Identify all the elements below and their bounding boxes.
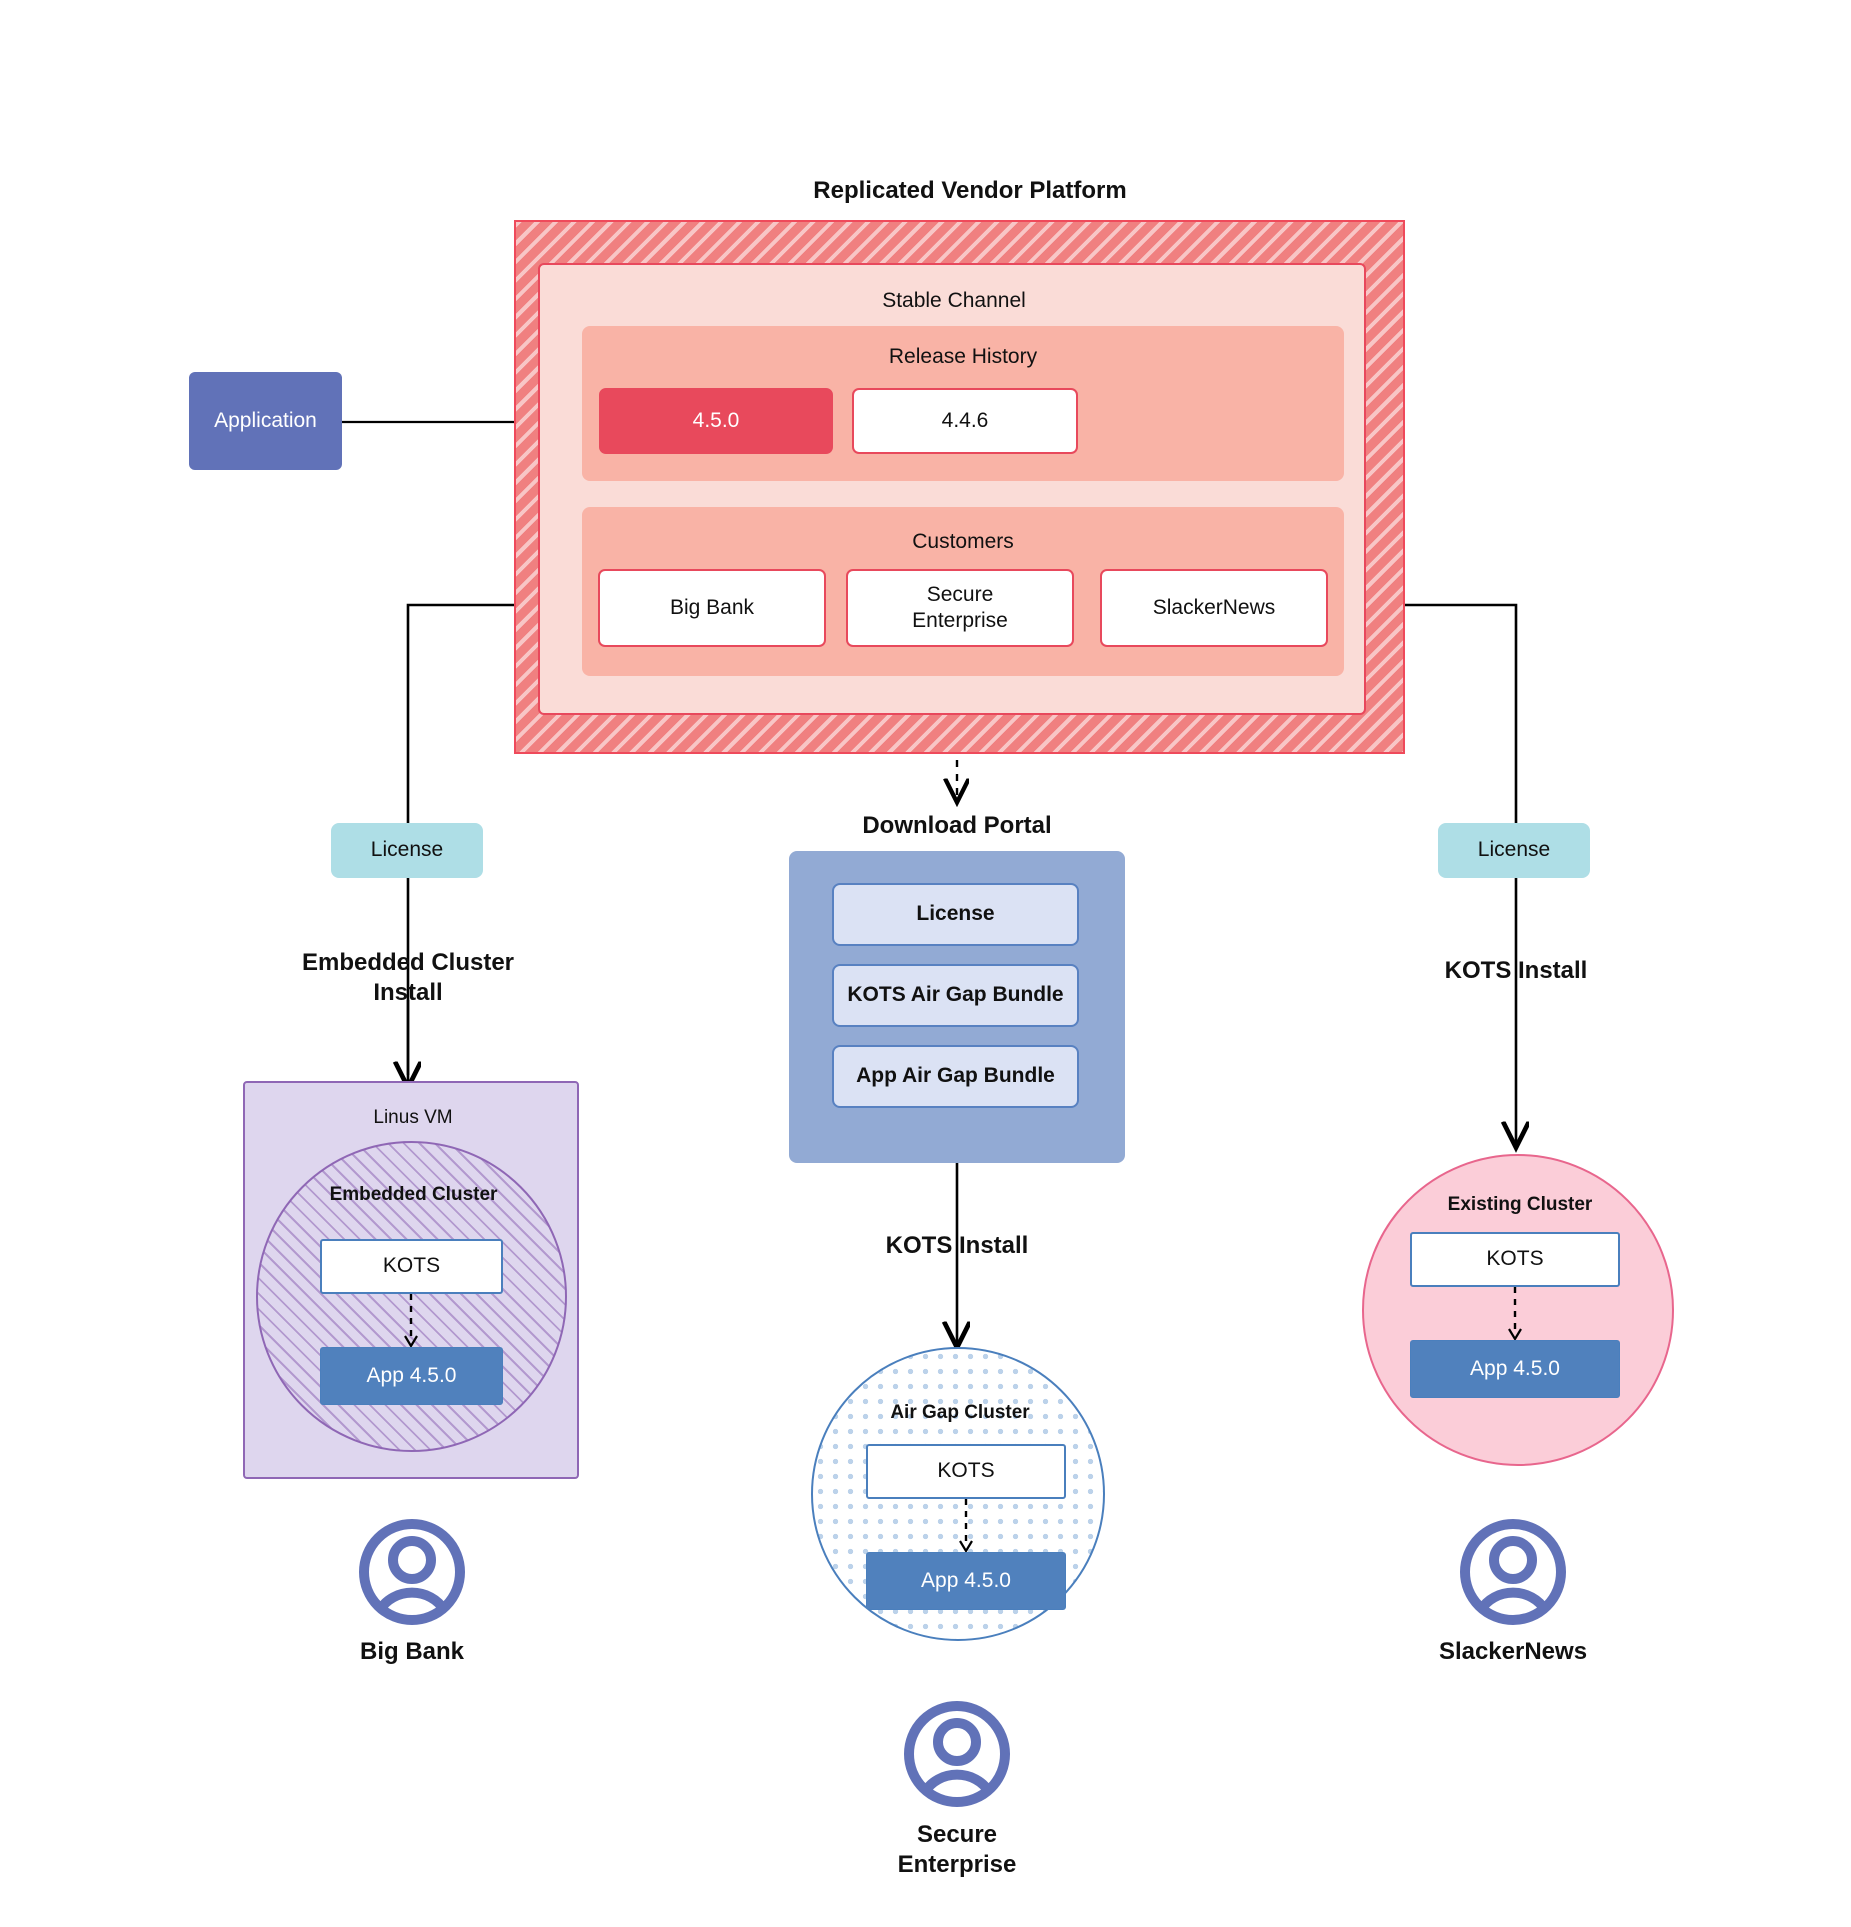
license-chip-right[interactable]: License — [1438, 823, 1590, 878]
page-title: Replicated Vendor Platform — [813, 177, 1127, 204]
customer-label-big-bank: Big Bank — [359, 1638, 464, 1665]
release-box-previous[interactable]: 4.4.6 — [852, 388, 1078, 454]
customer-box-secure-enterprise[interactable]: Secure Enterprise — [846, 569, 1074, 647]
user-avatar-icon-slackernews — [1460, 1519, 1566, 1625]
edge-label-kots-install-right: KOTS Install — [1444, 957, 1588, 984]
release-box-current[interactable]: 4.5.0 — [599, 388, 833, 454]
kots-to-app-arrow-embedded — [404, 1294, 418, 1349]
kots-to-app-arrow-existing — [1508, 1287, 1522, 1342]
app-version-box-airgap[interactable]: App 4.5.0 — [866, 1552, 1066, 1610]
existing-cluster-title: Existing Cluster — [1447, 1194, 1593, 1216]
kots-box-existing[interactable]: KOTS — [1410, 1232, 1620, 1287]
kots-to-app-arrow-airgap — [959, 1499, 973, 1554]
kots-box-embedded[interactable]: KOTS — [320, 1239, 503, 1294]
linux-vm-title: Linus VM — [373, 1107, 453, 1129]
embedded-cluster-title: Embedded Cluster — [329, 1184, 498, 1206]
customer-box-slackernews[interactable]: SlackerNews — [1100, 569, 1328, 647]
portal-item-license[interactable]: License — [832, 883, 1079, 946]
edge-label-kots-install-middle: KOTS Install — [885, 1232, 1029, 1259]
portal-item-kots-air-gap-bundle[interactable]: KOTS Air Gap Bundle — [832, 964, 1079, 1027]
existing-cluster-circle: Existing Cluster — [1362, 1154, 1674, 1466]
user-avatar-icon-secure-enterprise — [904, 1701, 1010, 1807]
license-chip-left[interactable]: License — [331, 823, 483, 878]
user-avatar-icon-big-bank — [359, 1519, 465, 1625]
customer-label-slackernews: SlackerNews — [1438, 1638, 1588, 1665]
app-version-box-existing[interactable]: App 4.5.0 — [1410, 1340, 1620, 1398]
release-history-title: Release History — [888, 344, 1038, 368]
air-gap-cluster-title: Air Gap Cluster — [890, 1402, 1030, 1424]
customer-label-secure-enterprise: Secure Enterprise — [897, 1821, 1017, 1878]
download-portal-container: License KOTS Air Gap Bundle App Air Gap … — [789, 851, 1125, 1163]
portal-item-app-air-gap-bundle[interactable]: App Air Gap Bundle — [832, 1045, 1079, 1108]
stable-channel-title: Stable Channel — [882, 288, 1026, 312]
customers-title: Customers — [912, 529, 1014, 553]
download-portal-title: Download Portal — [862, 812, 1052, 839]
app-version-box-embedded[interactable]: App 4.5.0 — [320, 1347, 503, 1405]
application-box[interactable]: Application — [189, 372, 342, 470]
release-history-container: Release History 4.5.0 4.4.6 — [582, 326, 1344, 481]
customer-box-big-bank[interactable]: Big Bank — [598, 569, 826, 647]
kots-box-airgap[interactable]: KOTS — [866, 1444, 1066, 1499]
customers-container: Customers Big Bank Secure Enterprise Sla… — [582, 507, 1344, 676]
edge-label-embedded-cluster-install: Embedded Cluster Install — [301, 949, 515, 1006]
